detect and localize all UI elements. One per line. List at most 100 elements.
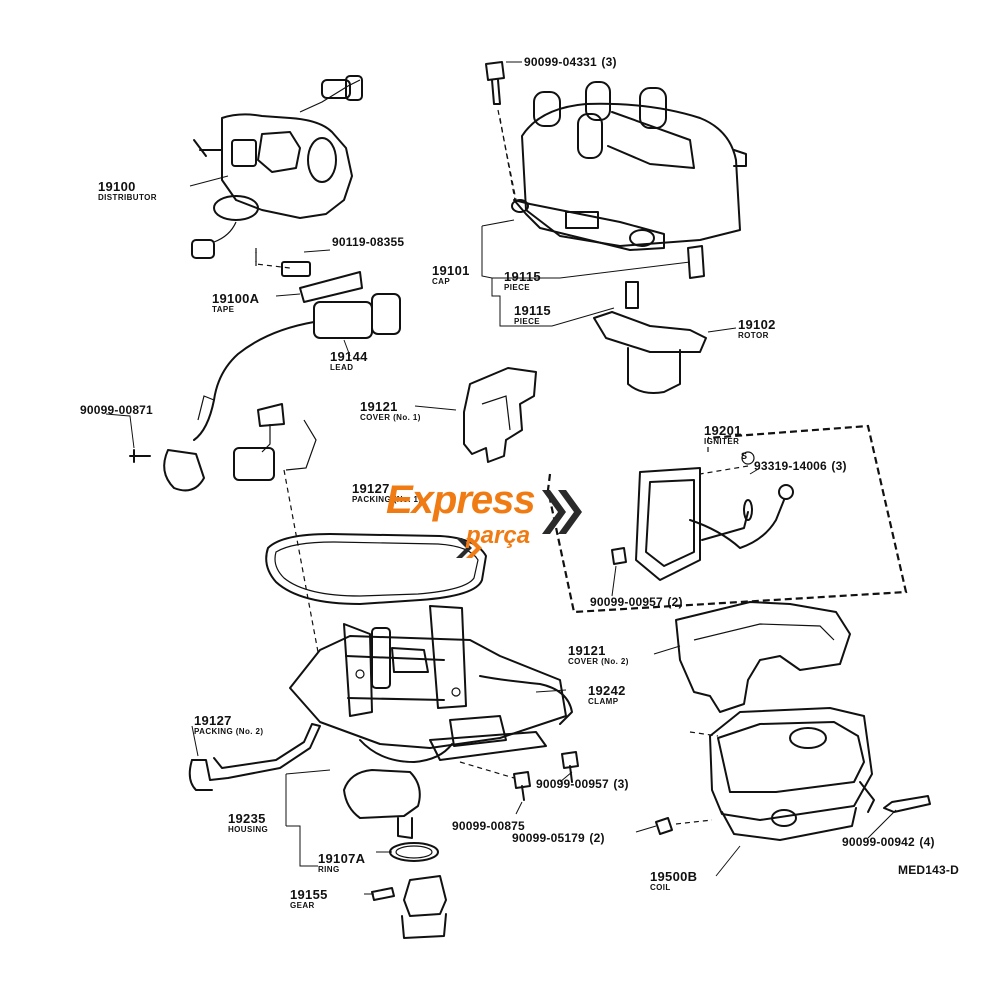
spring-piece-lower-drawing (625, 281, 639, 309)
part-number: 90119-08355 (332, 235, 405, 249)
cap-bolt-drawing (485, 61, 517, 201)
callout-19201-igniter: 19201 IGNITER (704, 424, 742, 446)
callout-19102-rotor: 19102 ROTOR (738, 318, 776, 340)
part-number: 19102 (738, 317, 776, 332)
part-caption: PACKING (No. 2) (194, 727, 264, 736)
housing-drawing (289, 605, 567, 839)
alignment-dashed-lines (255, 117, 517, 653)
part-number: 19101 (432, 263, 470, 278)
quantity: (2) (667, 595, 683, 609)
part-number: 93319-14006 (754, 459, 827, 473)
part-caption: TAPE (212, 305, 235, 314)
part-caption: COVER (No. 1) (360, 413, 421, 422)
callout-19127-packing-no1: 19127 PACKING (No. 1) (352, 482, 421, 504)
part-caption: CLAMP (588, 697, 619, 706)
quantity: (3) (613, 777, 629, 791)
part-caption: PACKING (No. 1) (352, 495, 422, 504)
cover-no1-drawing (463, 367, 537, 463)
part-number: 19115 (514, 303, 551, 318)
part-caption: IGNITER (704, 437, 740, 446)
spring-piece-upper-drawing (687, 245, 705, 279)
screw-00871-drawing (129, 449, 151, 463)
housing-screws-drawing (459, 751, 579, 801)
part-number: 19107A (318, 851, 366, 866)
callout-90099-00875: 90099-00875 (452, 818, 525, 834)
part-number: 90099-00871 (80, 403, 153, 417)
part-number: 90099-05179 (512, 831, 585, 845)
callout-19107a-ring: 19107A RING (318, 852, 365, 874)
part-number: 19100A (212, 291, 260, 306)
callout-19235-housing: 19235 HOUSING (228, 812, 268, 834)
part-caption: CAP (432, 277, 451, 286)
o-ring-drawing (389, 842, 439, 862)
distributor-drawing (191, 75, 363, 259)
gear-drawing (371, 875, 447, 939)
bolt-and-tape-drawing (255, 248, 363, 303)
part-number: 90099-00875 (452, 819, 525, 833)
callout-90119-08355: 90119-08355 (332, 234, 404, 250)
logo-chevrons (456, 490, 582, 558)
part-caption: GEAR (290, 901, 315, 910)
callout-19155-gear: 19155 GEAR (290, 888, 328, 910)
part-caption: HOUSING (228, 825, 269, 834)
part-number: 90099-00942 (842, 835, 915, 849)
packing-no1-drawing (265, 533, 487, 605)
part-number: 19144 (330, 349, 368, 364)
part-caption: LEAD (330, 363, 354, 372)
part-caption: RING (318, 865, 340, 874)
part-number: 19127 (194, 713, 232, 728)
part-caption: ROTOR (738, 331, 769, 340)
callout-19127-packing-no2: 19127 PACKING (No. 2) (194, 714, 263, 736)
packing-no2-drawing (188, 723, 321, 791)
leader-lines (105, 61, 897, 895)
part-number: 90099-00957 (536, 777, 609, 791)
part-caption: DISTRIBUTOR (98, 193, 157, 202)
special-marker-s: S (741, 452, 747, 461)
distributor-cap-drawing (511, 81, 747, 251)
callout-19100-distributor: 19100 DISTRIBUTOR (98, 180, 157, 202)
callout-19121-cover-no2: 19121 COVER (No. 2) (568, 644, 629, 666)
logo-main-word: Express (386, 478, 536, 522)
clamp-wire-drawing (479, 675, 573, 725)
part-number: 19121 (568, 643, 606, 658)
part-number: 19100 (98, 179, 136, 194)
callout-19115-piece-lower: 19115 PIECE (514, 304, 551, 326)
quantity: (3) (831, 459, 847, 473)
part-number: 19121 (360, 399, 398, 414)
part-number: 19242 (588, 683, 626, 698)
callout-90099-04331: 90099-04331 (3) (524, 54, 617, 70)
part-number: 19155 (290, 887, 328, 902)
callout-93319-14006: 93319-14006 (3) (754, 458, 847, 474)
callout-90099-00957-2: 90099-00957 (2) (590, 594, 683, 610)
part-caption: PIECE (514, 317, 541, 326)
quantity: (4) (919, 835, 935, 849)
part-number: 90099-00957 (590, 595, 663, 609)
part-caption: COVER (No. 2) (568, 657, 629, 666)
rotor-drawing (593, 311, 707, 394)
figure-code: MED143-D (898, 863, 959, 877)
logo-sub-word: parça (466, 522, 531, 549)
callout-19500b-coil: 19500B COIL (650, 870, 697, 892)
ignition-coil-drawing (709, 707, 875, 841)
callout-90099-00871: 90099-00871 (80, 402, 153, 418)
callout-19101-cap: 19101 CAP (432, 264, 470, 286)
part-number: 19500B (650, 869, 698, 884)
quantity: (3) (601, 55, 617, 69)
part-number: 19127 (352, 481, 390, 496)
callout-19115-piece-upper: 19115 PIECE (504, 270, 541, 292)
callout-19144-lead: 19144 LEAD (330, 350, 368, 372)
callout-90099-00942: 90099-00942 (4) (842, 834, 935, 850)
lead-wire-drawing (163, 293, 401, 492)
part-number: 19201 (704, 423, 742, 438)
coil-screws-drawing (655, 731, 931, 835)
part-number: 19115 (504, 269, 541, 284)
callout-90099-00957-3: 90099-00957 (3) (536, 776, 629, 792)
callout-90099-05179: 90099-05179 (2) (512, 830, 605, 846)
express-parca-logo: Express parça (382, 478, 582, 570)
part-number: 19235 (228, 811, 266, 826)
quantity: (2) (589, 831, 605, 845)
callout-19121-cover-no1: 19121 COVER (No. 1) (360, 400, 421, 422)
part-number: 90099-04331 (524, 55, 597, 69)
